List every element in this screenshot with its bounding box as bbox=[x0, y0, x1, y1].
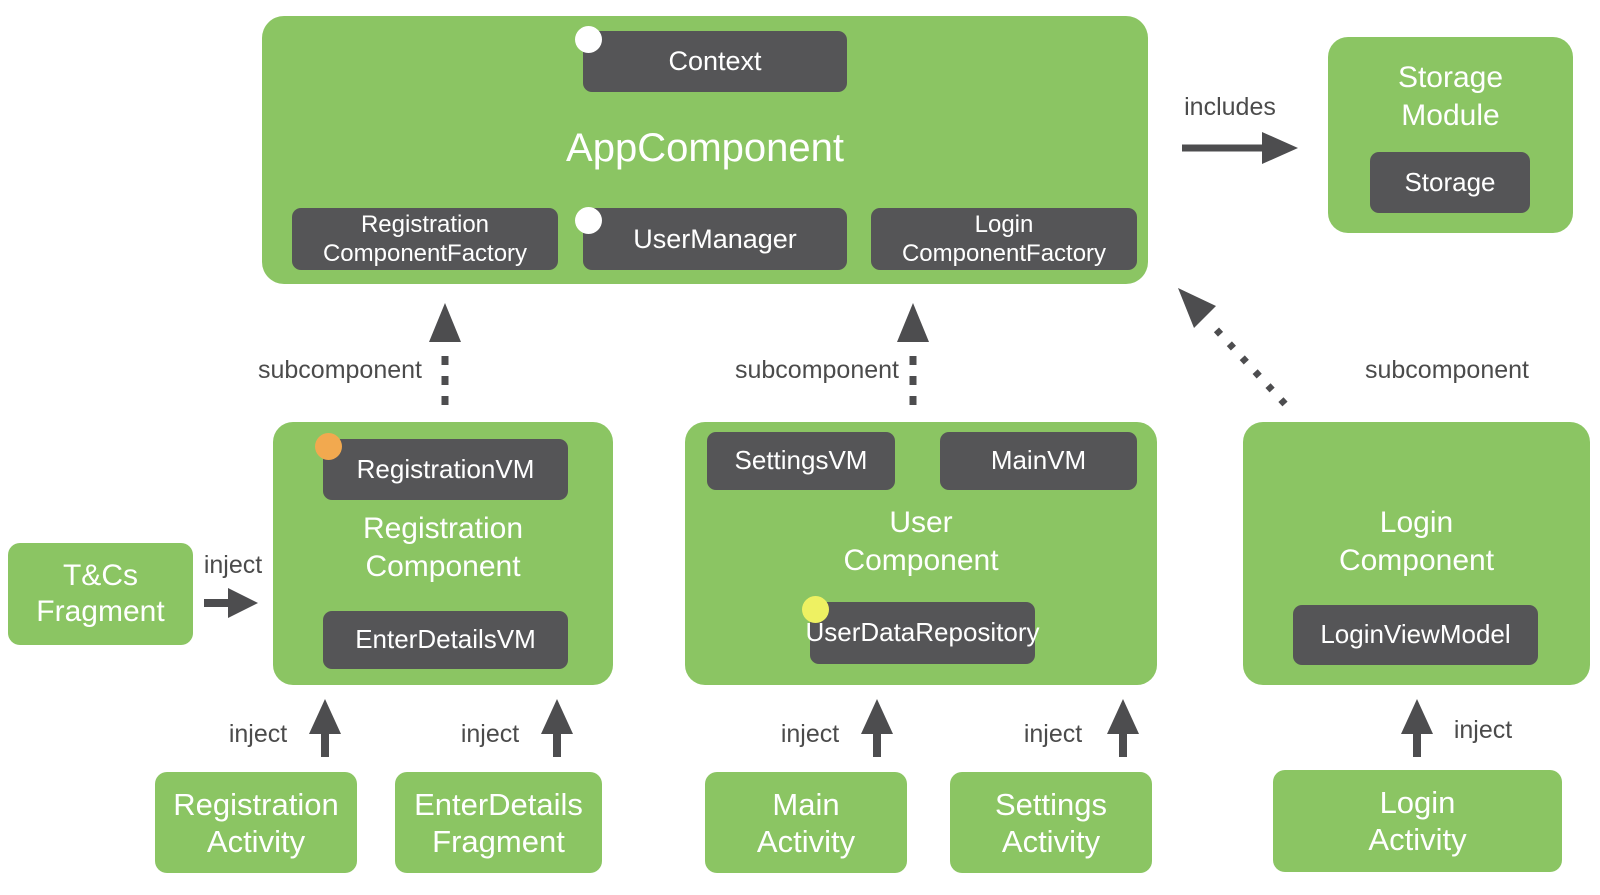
user-manager-box: UserManager bbox=[583, 208, 847, 270]
inject-label-login: inject bbox=[1453, 716, 1513, 744]
enter-details-vm-box: EnterDetailsVM bbox=[323, 611, 568, 669]
storage-label: Storage bbox=[1404, 166, 1496, 197]
user-data-repository-label: UserDataRepository bbox=[805, 617, 1040, 648]
user-manager-scope-dot-icon bbox=[575, 207, 602, 234]
login-component-factory-box: Login ComponentFactory bbox=[871, 208, 1137, 270]
inject-label-settings: inject bbox=[1023, 720, 1083, 748]
registration-vm-box: RegistrationVM bbox=[323, 439, 568, 500]
main-activity-box: Main Activity bbox=[705, 772, 907, 873]
subcomponent-label-login: subcomponent bbox=[1364, 356, 1529, 384]
inject-label-enterdetails: inject bbox=[460, 720, 520, 748]
enterdetails-fragment-box: EnterDetails Fragment bbox=[395, 772, 602, 873]
enterdetails-fragment-label: EnterDetails Fragment bbox=[414, 786, 583, 859]
subcomponent-arrow-registration bbox=[429, 303, 461, 405]
user-component-title: User Component bbox=[843, 506, 999, 577]
app-component-title: AppComponent bbox=[566, 126, 844, 170]
inject-arrow-main bbox=[861, 699, 893, 757]
inject-arrow-enterdetails bbox=[541, 699, 573, 757]
inject-arrow-login bbox=[1401, 699, 1433, 757]
inject-label-registration: inject bbox=[228, 720, 288, 748]
app-component-box: AppComponent Context Registration Compon… bbox=[262, 16, 1148, 284]
enter-details-vm-label: EnterDetailsVM bbox=[355, 624, 536, 655]
settings-vm-box: SettingsVM bbox=[707, 432, 895, 490]
subcomponent-arrow-user bbox=[897, 303, 929, 405]
tcs-fragment-box: T&Cs Fragment bbox=[8, 543, 193, 645]
login-view-model-label: LoginViewModel bbox=[1320, 619, 1511, 650]
inject-arrow-tcs bbox=[204, 588, 258, 618]
inject-arrow-registration bbox=[309, 699, 341, 757]
inject-arrow-settings bbox=[1107, 699, 1139, 757]
login-view-model-box: LoginViewModel bbox=[1293, 605, 1538, 665]
registration-vm-label: RegistrationVM bbox=[356, 453, 535, 484]
storage-module-box: Storage Module Storage bbox=[1328, 37, 1573, 233]
tcs-fragment-label: T&Cs Fragment bbox=[36, 559, 165, 628]
login-component-title: Login Component bbox=[1338, 506, 1495, 577]
settings-activity-box: Settings Activity bbox=[950, 772, 1152, 873]
login-activity-label: Login Activity bbox=[1368, 785, 1467, 857]
includes-label: includes bbox=[1184, 93, 1276, 121]
main-vm-box: MainVM bbox=[940, 432, 1137, 490]
subcomponent-label-user: subcomponent bbox=[734, 356, 899, 384]
registration-activity-box: Registration Activity bbox=[155, 772, 357, 873]
storage-box: Storage bbox=[1370, 152, 1530, 213]
main-activity-label: Main Activity bbox=[756, 786, 856, 859]
login-activity-box: Login Activity bbox=[1273, 770, 1562, 872]
user-component-box: SettingsVM MainVM User Component UserDat… bbox=[685, 422, 1157, 685]
registration-component-box: RegistrationVM Registration Component En… bbox=[273, 422, 613, 685]
includes-arrow bbox=[1182, 132, 1298, 164]
storage-module-title: Storage Module bbox=[1397, 61, 1504, 132]
settings-activity-label: Settings Activity bbox=[994, 786, 1107, 859]
inject-label-main: inject bbox=[780, 720, 840, 748]
context-box: Context bbox=[583, 31, 847, 92]
subcomponent-label-registration: subcomponent bbox=[257, 356, 422, 384]
login-component-factory-label: Login ComponentFactory bbox=[901, 210, 1107, 267]
context-scope-dot-icon bbox=[575, 26, 602, 53]
inject-label-tcs: inject bbox=[203, 551, 263, 579]
user-manager-label: UserManager bbox=[633, 223, 797, 254]
context-label: Context bbox=[668, 46, 762, 77]
user-data-repository-scope-dot-icon bbox=[802, 596, 829, 623]
main-vm-label: MainVM bbox=[990, 445, 1087, 476]
registration-component-factory-box: Registration ComponentFactory bbox=[292, 208, 558, 270]
registration-vm-scope-dot-icon bbox=[315, 433, 342, 460]
subcomponent-arrow-login bbox=[1178, 288, 1288, 407]
registration-component-title: Registration Component bbox=[362, 512, 524, 583]
settings-vm-label: SettingsVM bbox=[734, 445, 868, 476]
registration-activity-label: Registration Activity bbox=[173, 786, 339, 859]
user-data-repository-box: UserDataRepository bbox=[805, 602, 1040, 664]
login-component-box: Login Component LoginViewModel bbox=[1243, 422, 1590, 685]
registration-component-factory-label: Registration ComponentFactory bbox=[322, 210, 528, 267]
